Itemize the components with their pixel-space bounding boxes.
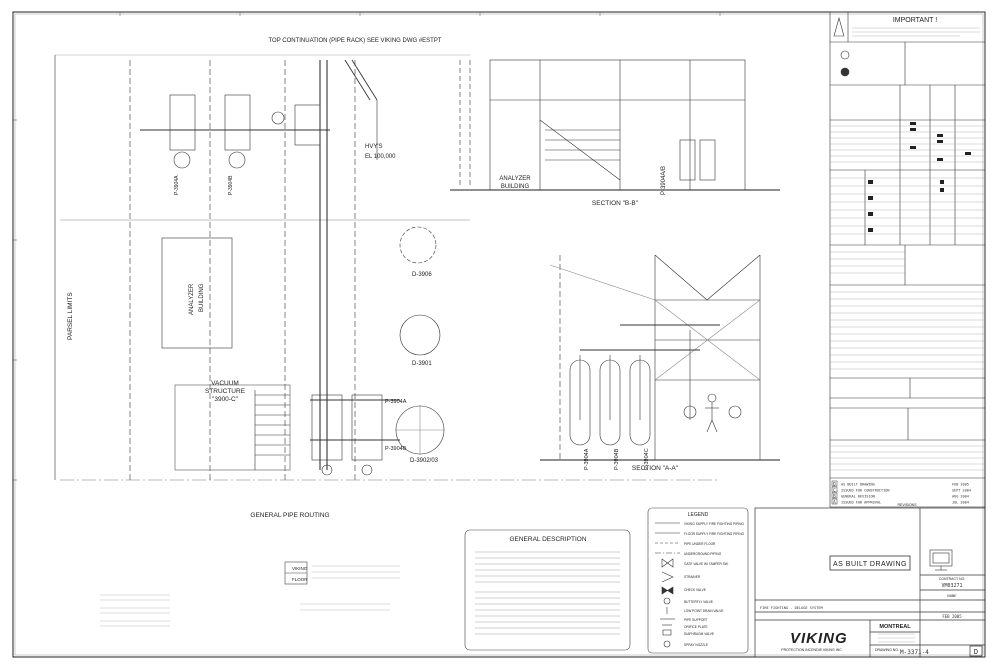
drawing-title-line: FIRE FIGHTING - DELUGE SYSTEM: [760, 606, 824, 610]
rev-row-date: AUG 2004: [952, 495, 969, 499]
rev-row-desc: GENERAL REVISION: [841, 495, 875, 499]
vessel-d3901: [399, 314, 441, 356]
company-subtitle: PROTECTION INCENDIE VIKING INC.: [781, 648, 842, 652]
pump-label-b: P-3904B: [228, 175, 234, 195]
analyzer-building-outline: [161, 237, 233, 349]
rev-row-letter: C: [833, 488, 836, 494]
floor-tag: FLOOR: [292, 577, 308, 582]
pump-label-a: P-3904A: [174, 175, 180, 195]
revisions-label: REVISIONS: [897, 503, 917, 507]
legend-item: BUTTERFLY VALVE: [684, 600, 713, 604]
as-built-stamp: [829, 555, 911, 571]
rev-row-date: JUL 2004: [952, 501, 969, 505]
legend-item: PIPE SUPPORT: [684, 618, 708, 622]
revision-rows: D AS BUILT DRAWING FEB 2005 C ISSUED FOR…: [831, 480, 971, 506]
legend-item: ORIFICE PLATE: [684, 625, 708, 629]
vessel-label-d3906: D-3906: [412, 272, 432, 278]
analyzer-mid-line-1: ANALYZER: [499, 176, 531, 182]
viking-tag: VIKING: [292, 566, 308, 571]
legend-item: DIAPHRAGM VALVE: [684, 632, 714, 636]
lower-pump-b: P-3904B: [385, 446, 407, 452]
title-block: [754, 507, 986, 658]
legend-item: VIKING SUPPLY FIRE FIGHTING PIPING: [684, 522, 744, 526]
general-description-box: [464, 529, 631, 651]
elevation-label-2: EL 100,000: [365, 154, 396, 160]
section-pump-c: P-3904C: [644, 448, 650, 470]
legend-item: PIPE UNDER FLOOR: [684, 542, 716, 546]
section-pump-b: P-3904B: [614, 448, 620, 470]
legend-item-texts: VIKING SUPPLY FIRE FIGHTING PIPING FLOOR…: [684, 522, 745, 647]
drawing-number: M-3371-4: [900, 649, 929, 656]
general-description-lines: [475, 551, 620, 635]
sheet-rev: D: [974, 648, 978, 656]
rev-row-letter: B: [833, 494, 836, 500]
top-continuation-note: TOP CONTINUATION (PIPE RACK) SEE VIKING …: [268, 38, 441, 44]
rev-row-date: FEB 2005: [952, 483, 969, 487]
check-table-rows: [830, 125, 985, 471]
legend-box: [647, 507, 749, 654]
analyzer-mid-line-2: BUILDING: [501, 184, 530, 190]
legend-item: UNDERGROUND PIPING: [684, 552, 722, 556]
legend-item: GATE VALVE W/ TAMPER SW.: [684, 562, 729, 566]
legend-item: LOW POINT DRAIN VALVE: [684, 609, 723, 613]
drawing-number-label: DRAWING NO.: [875, 648, 899, 652]
rev-row-date: SEPT 2004: [952, 489, 971, 493]
analyzer-box-line-2: BUILDING: [199, 283, 205, 312]
elevation-label-1: HVY'S: [365, 144, 382, 150]
pump-label-3904ab: P-3904A/B: [661, 166, 667, 195]
sheet-inner-border: [14, 13, 984, 656]
legend-title: LEGEND: [688, 512, 709, 518]
check-marks: [868, 122, 971, 232]
section-bb-title: SECTION "B-B": [592, 200, 639, 207]
legend-item: FLOOR SUPPLY FIRE FIGHTING PIPING: [684, 532, 745, 536]
section-a: [540, 254, 780, 461]
vessel-label-d3902: D-3902/03: [410, 458, 439, 464]
section-pump-a: P-3904A: [584, 448, 590, 470]
as-built-label: AS BUILT DRAWING: [833, 561, 907, 568]
legend-item: STRAINER: [684, 575, 701, 579]
section-aa-title: SECTION "A-A": [632, 465, 679, 472]
notes-column: [829, 11, 986, 508]
legend-item: SPRAY NOZZLE: [684, 643, 708, 647]
rev-row-letter: A: [833, 500, 836, 506]
rev-row-desc: ISSUED FOR CONSTRUCTION: [841, 489, 889, 493]
vessel-label-d3901: D-3901: [412, 361, 432, 367]
rev-row-desc: ISSUED FOR APPROVAL: [841, 501, 881, 505]
contract-number: VM03271: [941, 583, 962, 589]
vessel-d3906: [399, 226, 437, 264]
important-heading: IMPORTANT !: [893, 17, 937, 24]
vacuum-line-3: "3900-C": [212, 396, 239, 403]
drawing-date: FEB 2005: [942, 614, 962, 619]
general-view-title: GENERAL PIPE ROUTING: [250, 512, 329, 519]
legend-item: CHECK VALVE: [684, 588, 706, 592]
sheet-rev-box: [969, 645, 983, 657]
plan-view: [54, 54, 720, 481]
company-location: MONTREAL: [879, 624, 911, 630]
general-description-title: GENERAL DESCRIPTION: [509, 536, 586, 543]
contract-label: CONTRACT NO.: [939, 577, 966, 581]
parsel-limits-label: PARSEL LIMITS: [67, 292, 74, 340]
border-ticks: [13, 12, 721, 481]
legend-symbols: [655, 522, 680, 648]
elevation-b: [450, 59, 780, 191]
rev-row-desc: AS BUILT DRAWING: [841, 483, 875, 487]
lower-pump-a: P-3904A: [385, 399, 407, 405]
vacuum-line-2: STRUCTURE: [205, 388, 246, 395]
monitor-icon: [929, 549, 953, 571]
scale-value: NONE: [947, 593, 957, 598]
company-logo: VIKING: [790, 630, 848, 647]
rev-row-letter: D: [833, 482, 836, 488]
analyzer-box-line-1: ANALYZER: [189, 283, 195, 315]
vacuum-line-1: VACUUM: [211, 380, 239, 387]
